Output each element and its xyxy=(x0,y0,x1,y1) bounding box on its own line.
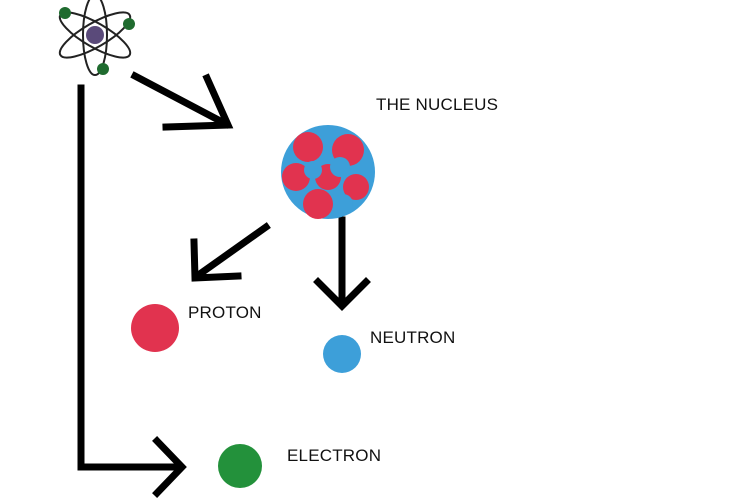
arrow-nucleus-to-neutron xyxy=(313,216,371,311)
arrow-atom-to-electron xyxy=(77,84,187,498)
arrow-atom-to-nucleus xyxy=(130,71,234,131)
neutron-label: NEUTRON xyxy=(370,328,456,347)
arrow-nucleus-to-proton xyxy=(190,222,271,282)
neutron-particle xyxy=(323,335,361,373)
nucleus-label: THE NUCLEUS xyxy=(376,95,499,114)
electron-label: ELECTRON xyxy=(287,446,382,465)
proton-particle xyxy=(131,304,179,352)
atom-icon xyxy=(58,0,135,76)
proton-label: PROTON xyxy=(188,303,262,322)
nucleus-illustration xyxy=(281,125,375,219)
electron-particle xyxy=(218,444,262,488)
